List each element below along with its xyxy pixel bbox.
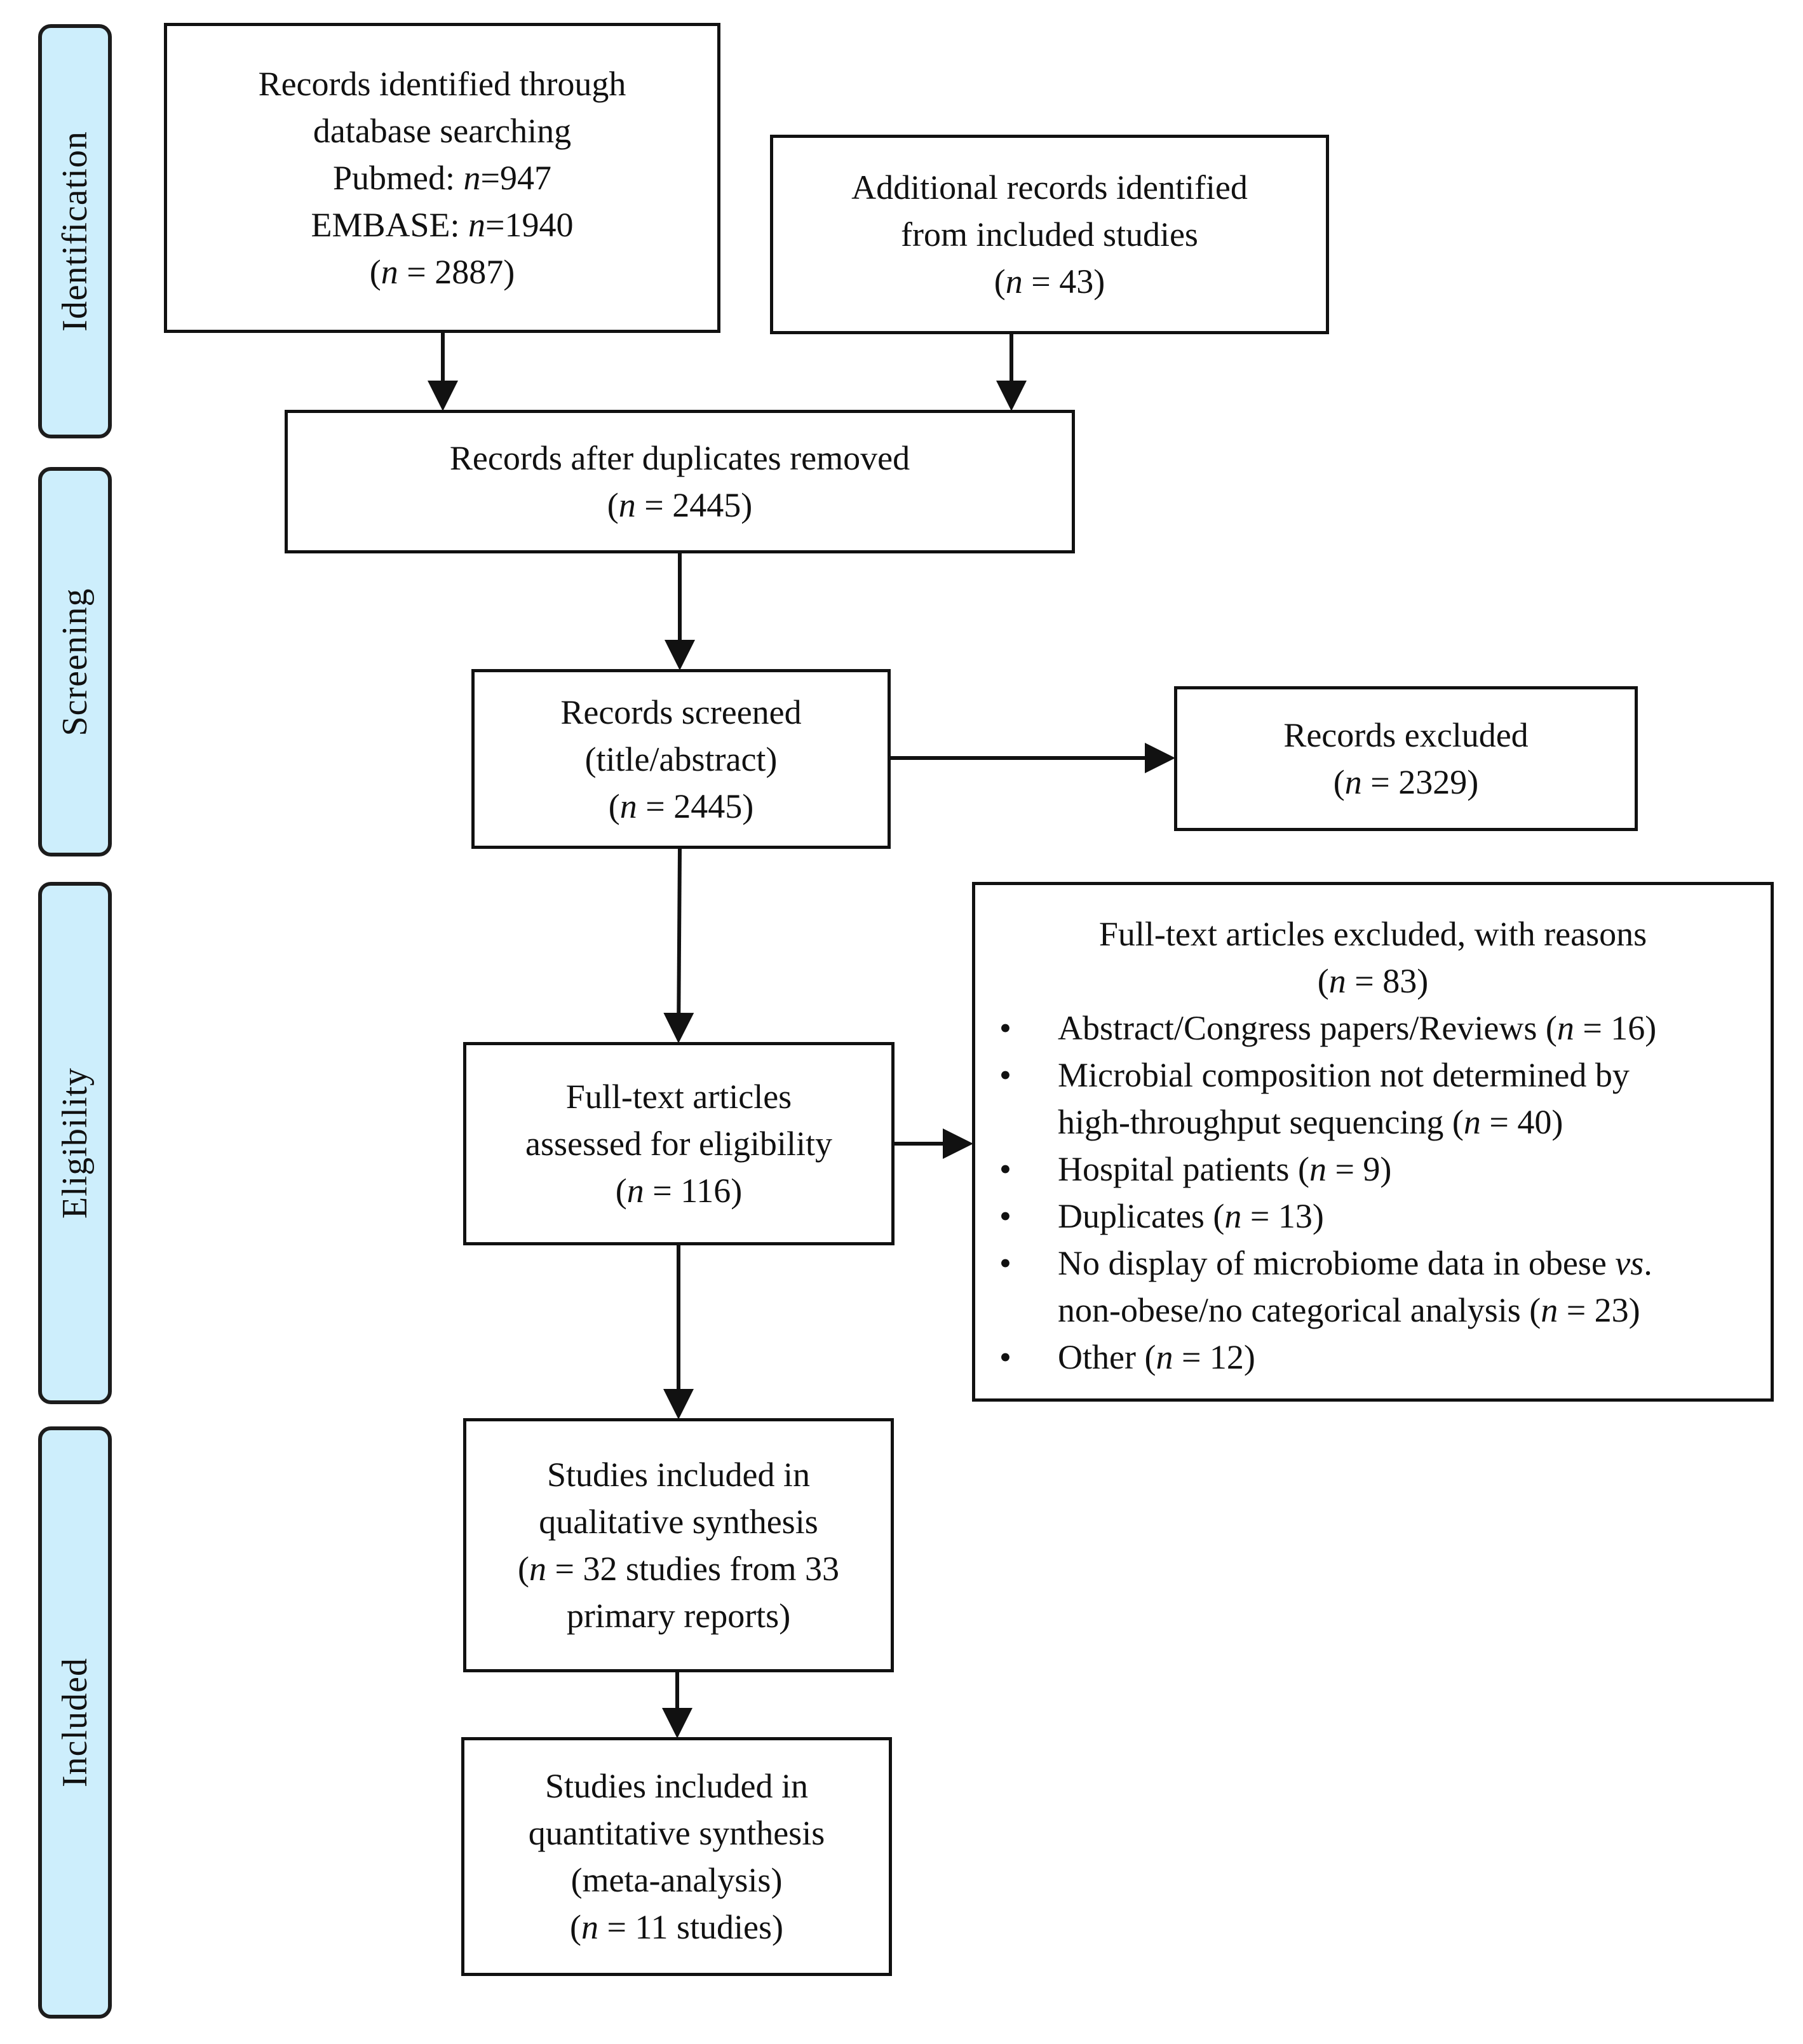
box-text-line: (title/abstract) — [584, 740, 778, 778]
box-text-line: (n = 2445) — [607, 486, 753, 524]
exclusion-reason-line: Microbial composition not determined by — [1058, 1056, 1630, 1094]
box-text-line: Records after duplicates removed — [449, 439, 910, 477]
box-text-line: from included studies — [901, 215, 1198, 254]
box-text-line: Additional records identified — [851, 168, 1248, 206]
box-text-line: (n = 43) — [994, 262, 1105, 301]
excluded-count: (n = 83) — [1317, 962, 1429, 1000]
arrow-screened-to-fulltext — [663, 848, 694, 1043]
box-records-excluded: Records excluded (n = 2329) — [1174, 686, 1638, 831]
exclusion-reason: Other (n = 12) — [975, 1334, 1771, 1381]
exclusion-reason: Microbial composition not determined by h… — [975, 1052, 1771, 1146]
box-fulltext-excluded: Full-text articles excluded, with reason… — [972, 882, 1774, 1402]
box-text-line: quantitative synthesis — [528, 1814, 825, 1852]
box-text-line: Studies included in — [547, 1456, 810, 1494]
box-fulltext-assessed: Full-text articles assessed for eligibili… — [463, 1042, 895, 1245]
exclusion-reason-line: non-obese/no categorical analysis (n = 2… — [1058, 1291, 1640, 1329]
phase-included: Included — [38, 1426, 112, 2019]
exclusion-reason: Duplicates (n = 13) — [975, 1193, 1771, 1240]
box-text-line: (n = 32 studies from 33 — [518, 1550, 839, 1588]
box-text-line: (n = 2329) — [1333, 763, 1479, 801]
box-text-line: EMBASE: n=1940 — [311, 206, 574, 244]
exclusion-reason: Hospital patients (n = 9) — [975, 1146, 1771, 1193]
box-text-line: Full-text articles — [565, 1078, 792, 1116]
box-additional-records: Additional records identified from includ… — [770, 135, 1329, 334]
phase-identification: Identification — [38, 24, 112, 438]
exclusion-reason-line: Abstract/Congress papers/Reviews (n = 16… — [1058, 1009, 1657, 1047]
exclusion-reason: Abstract/Congress papers/Reviews (n = 16… — [975, 1005, 1771, 1052]
exclusion-reasons-list: Abstract/Congress papers/Reviews (n = 16… — [975, 1005, 1771, 1381]
exclusion-reason: No display of microbiome data in obese v… — [975, 1240, 1771, 1334]
box-text-line: (n = 11 studies) — [570, 1908, 783, 1946]
box-database-search: Records identified through database searc… — [164, 23, 720, 333]
box-text-line: Studies included in — [545, 1767, 808, 1805]
exclusion-reason-line: Duplicates (n = 13) — [1058, 1197, 1324, 1235]
box-text-line: Records screened — [560, 693, 802, 731]
box-text-line: Pubmed: n=947 — [333, 159, 551, 197]
box-text-line: (meta-analysis) — [571, 1861, 783, 1899]
phase-screening: Screening — [38, 467, 112, 856]
exclusion-reason-line: Other (n = 12) — [1058, 1338, 1255, 1376]
exclusion-reason-line: high-throughput sequencing (n = 40) — [1058, 1103, 1563, 1141]
phase-eligibility: Eligibility — [38, 882, 112, 1404]
box-text-line: assessed for eligibility — [525, 1125, 832, 1163]
box-text-line: (n = 2445) — [608, 787, 754, 825]
box-text-line: Records identified through — [258, 65, 626, 103]
box-qualitative-synthesis: Studies included in qualitative synthesis… — [463, 1418, 894, 1672]
box-text-line: (n = 116) — [615, 1172, 743, 1210]
box-duplicates-removed: Records after duplicates removed (n = 244… — [285, 410, 1075, 553]
box-text-line: primary reports) — [566, 1597, 791, 1635]
box-quantitative-synthesis: Studies included in quantitative synthesi… — [461, 1737, 892, 1976]
box-text-line: (n = 2887) — [369, 253, 515, 291]
box-text-line: Records excluded — [1283, 716, 1529, 754]
exclusion-reason-line: No display of microbiome data in obese v… — [1058, 1244, 1652, 1282]
exclusion-reason-line: Hospital patients (n = 9) — [1058, 1150, 1392, 1188]
box-text-line: database searching — [313, 112, 572, 150]
excluded-title: Full-text articles excluded, with reason… — [1098, 915, 1647, 953]
box-text-line: qualitative synthesis — [539, 1503, 818, 1541]
box-records-screened: Records screened (title/abstract) (n = 244… — [471, 669, 891, 849]
